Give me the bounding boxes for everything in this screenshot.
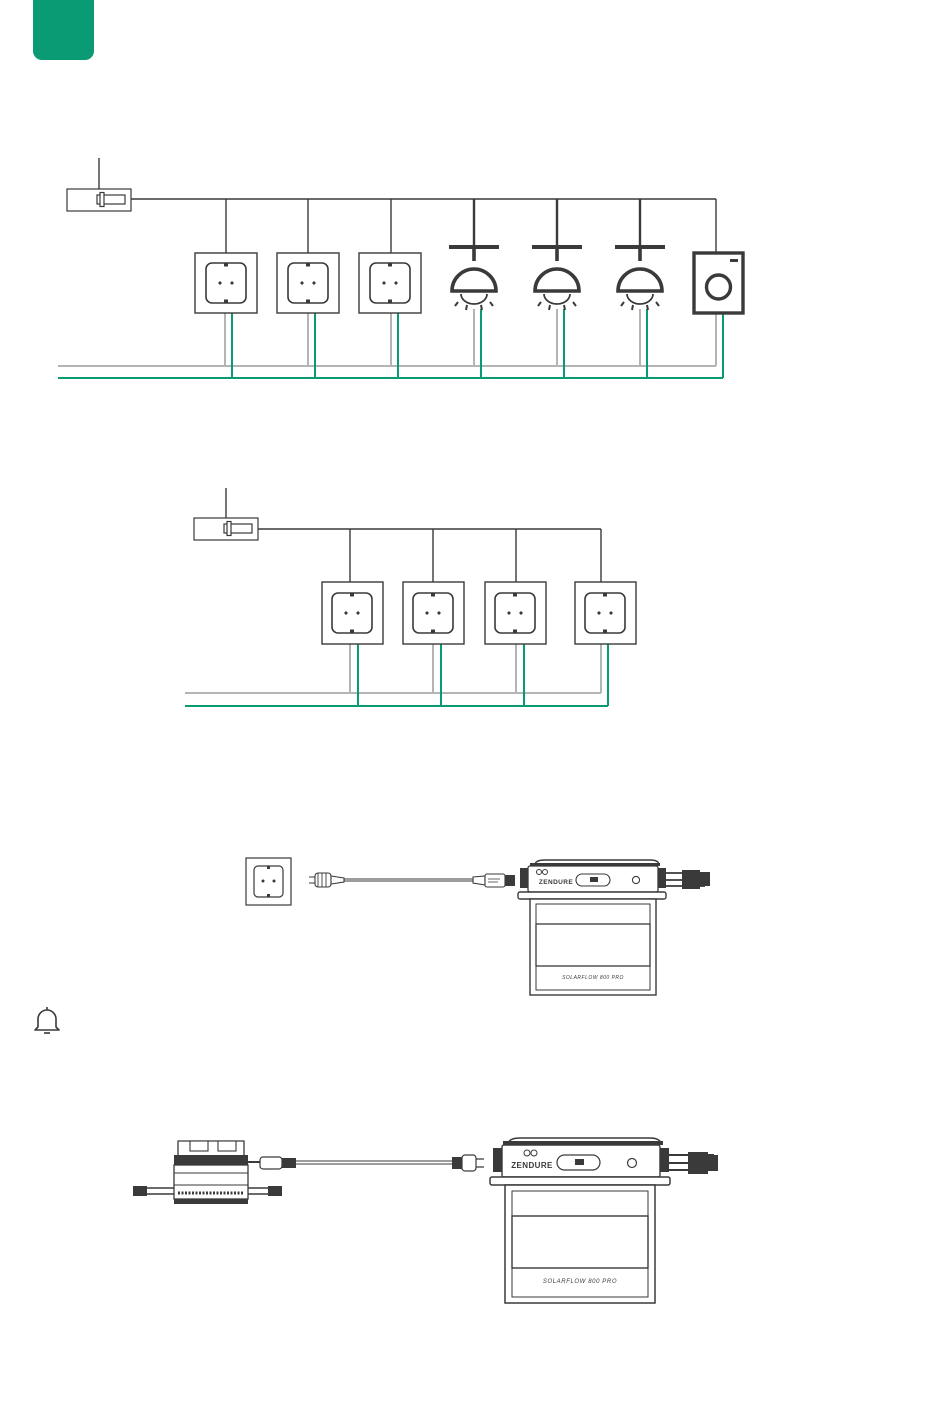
lamp-3 [615,199,665,310]
bell-icon [35,1007,59,1033]
breaker-2 [194,518,258,540]
washing-machine [694,253,743,313]
ac-cable-icon [248,1155,484,1171]
solarflow-device-2: ZENDURE SOLARFLOW 800 PRO [490,1138,718,1303]
microinverter-icon [133,1141,282,1204]
socket-7 [575,582,636,644]
connection-illustration-1: ZENDURE SOLARFLOW 800 PRO [246,858,710,995]
device-2-model-label: SOLARFLOW 800 PRO [543,1279,617,1285]
socket-2 [277,253,339,313]
socket-1 [195,253,257,313]
lamp-1 [449,199,499,310]
breaker-1 [67,189,131,211]
device-2-logo: ZENDURE [511,1161,553,1170]
socket-6 [485,582,546,644]
lamp-2 [532,199,582,310]
device-1-model-label: SOLARFLOW 800 PRO [562,975,624,981]
solarflow-device-1: ZENDURE SOLARFLOW 800 PRO [518,860,710,995]
socket-3 [359,253,421,313]
circuit-diagram-2 [185,488,636,706]
socket-5 [403,582,464,644]
power-cable-icon [309,873,515,887]
circuit-diagram-1 [58,158,743,378]
device-1-logo: ZENDURE [539,879,573,886]
wall-socket-icon [246,858,291,905]
socket-4 [322,582,383,644]
connection-illustration-2: ZENDURE SOLARFLOW 800 PRO [133,1138,718,1303]
